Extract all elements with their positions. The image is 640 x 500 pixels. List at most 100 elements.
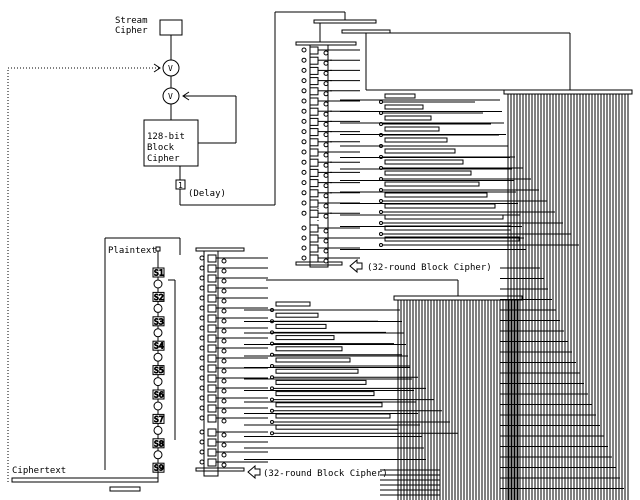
round-node <box>323 258 329 264</box>
round-node <box>301 255 307 261</box>
round-node <box>199 325 205 331</box>
shift-bar <box>275 391 375 397</box>
round-box <box>207 384 217 393</box>
shift-bar <box>275 335 335 341</box>
round-box <box>207 304 217 313</box>
round-node <box>323 111 329 117</box>
round-box <box>309 209 319 218</box>
round-box <box>207 274 217 283</box>
round-node <box>301 169 307 175</box>
round-box <box>309 234 319 243</box>
round-node <box>221 348 227 354</box>
xor-node-icon <box>153 328 163 338</box>
xor-node-icon <box>153 352 163 362</box>
shift-node <box>270 397 274 402</box>
round-node <box>199 459 205 465</box>
round-node <box>221 368 227 374</box>
round-node <box>221 462 227 468</box>
round-node <box>323 70 329 76</box>
shift-node <box>379 243 383 247</box>
shift-bar <box>275 368 359 374</box>
round-node <box>221 328 227 334</box>
round-node <box>199 315 205 321</box>
round-node <box>323 121 329 127</box>
round-node <box>323 60 329 66</box>
round-node <box>221 338 227 344</box>
round-box <box>207 394 217 403</box>
shift-bar <box>384 159 464 165</box>
xor-node-icon <box>153 450 163 460</box>
round-box <box>309 148 319 157</box>
xor-top-glyph: V <box>168 64 173 73</box>
round-box <box>309 66 319 75</box>
ciphertext-label: Ciphertext <box>12 466 66 476</box>
round-node <box>221 408 227 414</box>
shift-bar <box>275 346 343 352</box>
round-box <box>309 189 319 198</box>
round-box <box>309 56 319 65</box>
shift-bar <box>384 137 448 143</box>
round-box <box>207 344 217 353</box>
shift-bar <box>384 148 456 154</box>
round-box <box>207 448 217 457</box>
sbox-label: S9 <box>154 464 164 473</box>
shift-bar <box>384 170 472 176</box>
round-node <box>199 275 205 281</box>
round-box <box>207 314 217 323</box>
round-node <box>323 248 329 254</box>
round-node <box>199 295 205 301</box>
shift-bar <box>384 126 440 132</box>
round-node <box>199 375 205 381</box>
shift-node <box>379 188 383 192</box>
round-node <box>221 388 227 394</box>
shift-node <box>379 199 383 203</box>
shift-bar <box>275 424 399 430</box>
round-box <box>309 254 319 263</box>
round-node <box>301 149 307 155</box>
round-node <box>221 418 227 424</box>
round-node <box>221 308 227 314</box>
round-box <box>309 168 319 177</box>
sbox-label: S5 <box>154 366 164 375</box>
round-node <box>323 172 329 178</box>
sbox-s1 <box>152 267 165 278</box>
round-node <box>199 405 205 411</box>
stream-cipher-box <box>159 19 183 36</box>
sbox-s6 <box>152 389 165 400</box>
round-node <box>199 385 205 391</box>
round-node <box>323 238 329 244</box>
shift-bar <box>384 104 424 110</box>
round-node <box>199 415 205 421</box>
shift-node <box>270 431 274 436</box>
round-box <box>207 428 217 437</box>
xor-node-icon <box>153 401 163 411</box>
round-node <box>221 378 227 384</box>
sbox-label: S2 <box>154 293 164 302</box>
round-box <box>207 334 217 343</box>
round-node <box>301 180 307 186</box>
shift-bar <box>384 115 432 121</box>
round-box <box>309 77 319 86</box>
round-node <box>301 98 307 104</box>
round-node <box>199 395 205 401</box>
sbox-label: S8 <box>154 439 164 448</box>
round-box <box>309 158 319 167</box>
shift-bar <box>275 402 383 408</box>
sbox-label: S4 <box>154 342 164 351</box>
round-box <box>309 138 319 147</box>
round-node <box>301 67 307 73</box>
sbox-label: S7 <box>154 415 164 424</box>
shift-node <box>379 232 383 236</box>
round-node <box>301 210 307 216</box>
delay-box-label: 1 <box>178 181 183 190</box>
shift-bar <box>384 236 520 242</box>
arrow-left-icon <box>247 464 261 480</box>
round-node <box>221 298 227 304</box>
round-node <box>221 432 227 438</box>
round-node <box>199 439 205 445</box>
round-node <box>301 139 307 145</box>
sbox-label: S1 <box>154 269 164 278</box>
round-box <box>309 46 319 55</box>
round-box <box>207 404 217 413</box>
round-node <box>323 183 329 189</box>
